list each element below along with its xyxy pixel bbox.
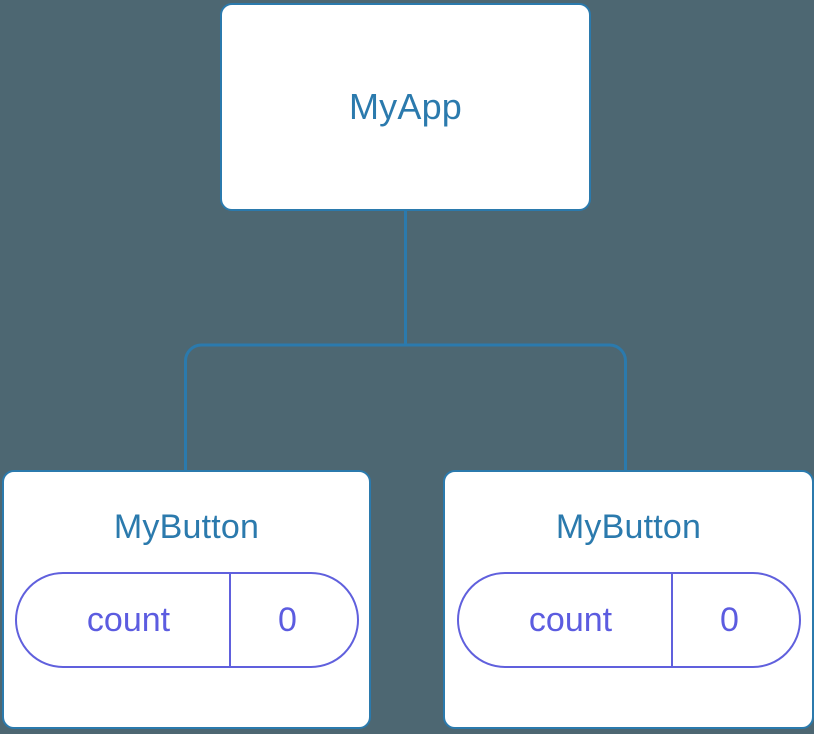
state-pill-right[interactable]: count 0 — [456, 572, 801, 668]
state-pill-right-value: 0 — [720, 601, 739, 639]
node-mybutton-left-title: MyButton — [113, 508, 260, 546]
state-pill-left-value: 0 — [278, 601, 297, 639]
connector-branch-right — [405, 343, 627, 470]
connector-branch-left — [184, 343, 406, 470]
state-pill-right-divider — [670, 574, 673, 666]
node-myapp-title: MyApp — [348, 86, 463, 127]
node-mybutton-right[interactable]: MyButton count 0 — [443, 470, 814, 729]
state-pill-left[interactable]: count 0 — [14, 572, 359, 668]
state-pill-left-divider — [228, 574, 231, 666]
node-myapp[interactable]: MyApp — [220, 3, 591, 211]
node-mybutton-left[interactable]: MyButton count 0 — [2, 470, 371, 729]
state-pill-right-key: count — [528, 601, 613, 639]
state-pill-left-key: count — [86, 601, 171, 639]
node-mybutton-right-title: MyButton — [555, 508, 702, 546]
